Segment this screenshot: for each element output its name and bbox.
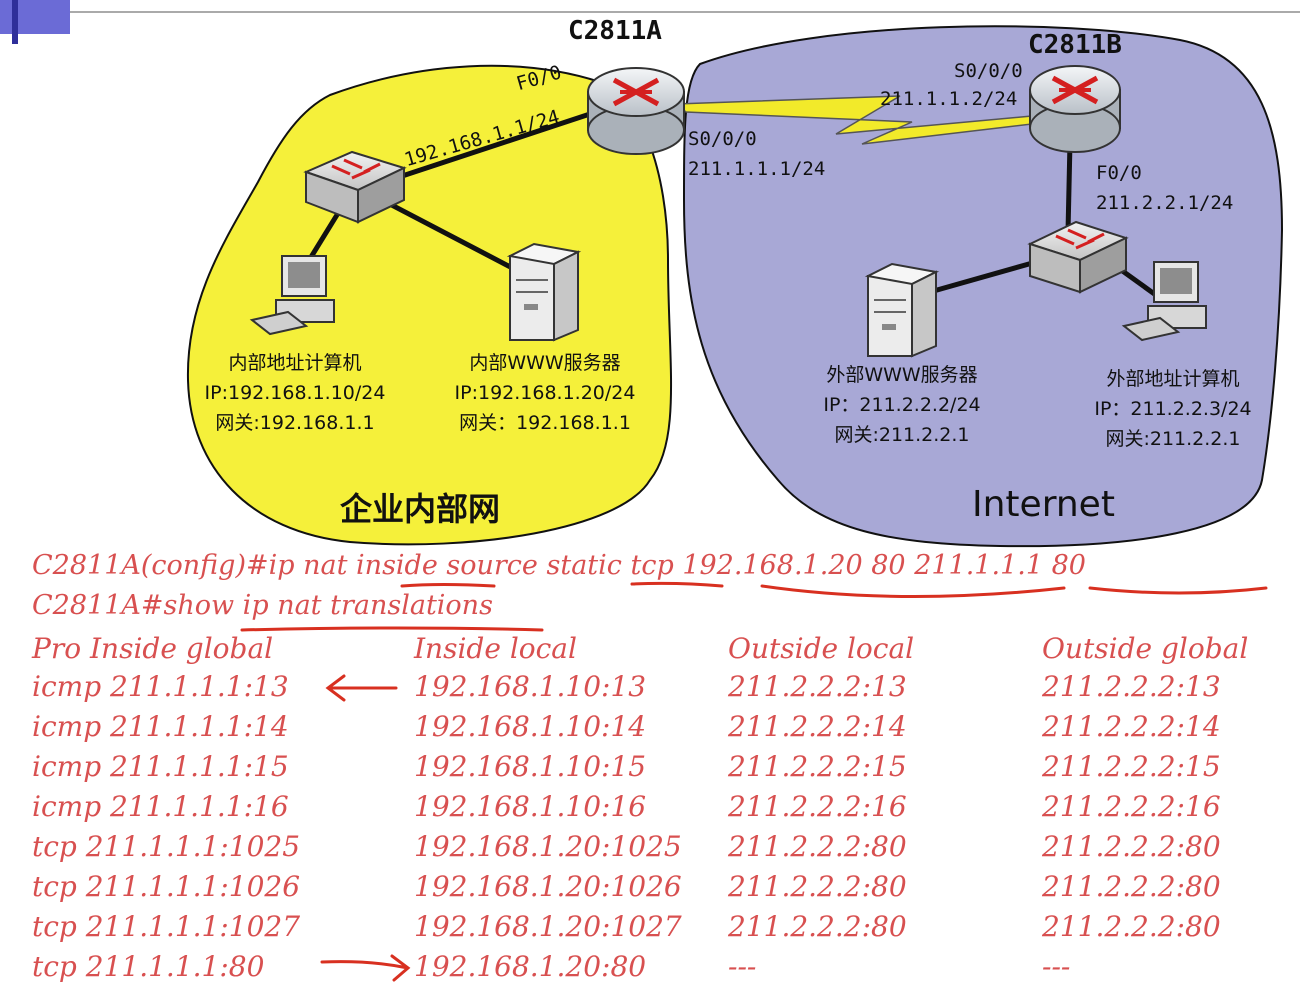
cell-inside-local: 192.168.1.10:16 <box>414 790 647 823</box>
switch-a-icon <box>303 150 407 224</box>
external-www-name: 外部WWW服务器 <box>826 364 978 386</box>
cell-inside-global: tcp 211.1.1.1:80 <box>32 950 265 983</box>
router-b-icon <box>1029 65 1121 153</box>
router-b-f00-ip: 211.2.2.1/24 <box>1096 192 1234 214</box>
router-a-s000-ip: 211.1.1.1/24 <box>688 158 826 180</box>
show-command-line: C2811A#show ip nat translations <box>32 590 493 621</box>
cell-outside-global: 211.2.2.2:80 <box>1042 870 1221 903</box>
external-server-icon <box>864 262 940 358</box>
cell-inside-local: 192.168.1.10:14 <box>414 710 647 743</box>
cell-inside-global: icmp 211.1.1.1:14 <box>32 710 289 743</box>
cell-inside-global: tcp 211.1.1.1:1025 <box>32 830 301 863</box>
cell-outside-local: 211.2.2.2:16 <box>728 790 907 823</box>
cell-outside-local: 211.2.2.2:80 <box>728 870 907 903</box>
underline-global-port <box>1088 586 1268 595</box>
internal-pc-info: 内部地址计算机 IP:192.168.1.10/24 网关:192.168.1.… <box>180 348 410 438</box>
cell-outside-global: 211.2.2.2:15 <box>1042 750 1221 783</box>
internal-pc-icon <box>249 255 335 336</box>
cell-inside-global: icmp 211.1.1.1:16 <box>32 790 289 823</box>
external-www-info: 外部WWW服务器 IP：211.2.2.2/24 网关:211.2.2.1 <box>792 360 1012 450</box>
cell-outside-global: 211.2.2.2:80 <box>1042 910 1221 943</box>
link-routerb-switchB <box>1065 141 1073 233</box>
router-a-name: C2811A <box>568 16 662 46</box>
external-www-gateway: 网关:211.2.2.1 <box>834 424 970 446</box>
outside-zone-area <box>682 25 1284 548</box>
cell-inside-global: tcp 211.1.1.1:1026 <box>32 870 301 903</box>
cell-outside-global: 211.2.2.2:16 <box>1042 790 1221 823</box>
router-b-s000-label: S0/0/0 <box>954 60 1023 82</box>
cell-outside-global: --- <box>1042 950 1071 983</box>
table-row: tcp 211.1.1.1:1026 192.168.1.20:1026 211… <box>32 870 1302 910</box>
nat-table-header: Pro Inside global Inside local Outside l… <box>32 632 1302 672</box>
table-row: tcp 211.1.1.1:80 192.168.1.20:80 --- --- <box>32 950 1302 990</box>
cell-inside-global: icmp 211.1.1.1:15 <box>32 750 289 783</box>
link-switchA-server <box>380 197 522 275</box>
cell-inside-local: 192.168.1.10:13 <box>414 670 647 703</box>
external-pc-info: 外部地址计算机 IP：211.2.2.3/24 网关:211.2.2.1 <box>1060 364 1286 454</box>
internal-pc-name: 内部地址计算机 <box>228 352 362 374</box>
underline-ip-nat-translations <box>240 626 544 632</box>
external-pc-name: 外部地址计算机 <box>1106 368 1240 390</box>
table-row: icmp 211.1.1.1:15 192.168.1.10:15 211.2.… <box>32 750 1302 790</box>
slide-corner-mark-stripe <box>12 0 18 44</box>
table-row: icmp 211.1.1.1:13 192.168.1.10:13 211.2.… <box>32 670 1302 710</box>
external-pc-ip: IP：211.2.2.3/24 <box>1094 398 1252 420</box>
internal-pc-gateway: 网关:192.168.1.1 <box>215 412 375 434</box>
cell-outside-local: 211.2.2.2:13 <box>728 670 907 703</box>
table-row: tcp 211.1.1.1:1025 192.168.1.20:1025 211… <box>32 830 1302 870</box>
external-pc-icon <box>1121 261 1207 342</box>
cell-outside-global: 211.2.2.2:13 <box>1042 670 1221 703</box>
internal-pc-ip: IP:192.168.1.10/24 <box>204 382 386 404</box>
nat-command-line: C2811A(config)#ip nat inside source stat… <box>32 550 1086 581</box>
cell-outside-local: 211.2.2.2:15 <box>728 750 907 783</box>
router-a-s000-label: S0/0/0 <box>688 128 757 150</box>
link-switchB-server <box>929 259 1037 295</box>
internal-www-ip: IP:192.168.1.20/24 <box>454 382 636 404</box>
router-b-name: C2811B <box>1028 30 1122 60</box>
link-switchA-pc <box>305 208 343 264</box>
cell-outside-local: --- <box>728 950 757 983</box>
header-pro-inside-global: Pro Inside global <box>32 632 274 665</box>
underline-static <box>630 581 724 588</box>
cell-outside-local: 211.2.2.2:80 <box>728 830 907 863</box>
internal-www-info: 内部WWW服务器 IP:192.168.1.20/24 网关：192.168.1… <box>428 348 662 438</box>
cell-inside-local: 192.168.1.20:1026 <box>414 870 682 903</box>
underline-tcp-local <box>760 584 1066 598</box>
cell-inside-global: tcp 211.1.1.1:1027 <box>32 910 301 943</box>
cell-outside-local: 211.2.2.2:80 <box>728 910 907 943</box>
cell-inside-local: 192.168.1.20:1027 <box>414 910 682 943</box>
cell-outside-global: 211.2.2.2:80 <box>1042 830 1221 863</box>
underline-inside <box>400 583 496 588</box>
cell-inside-global: icmp 211.1.1.1:13 <box>32 670 289 703</box>
table-row: icmp 211.1.1.1:14 192.168.1.10:14 211.2.… <box>32 710 1302 750</box>
external-www-ip: IP：211.2.2.2/24 <box>823 394 981 416</box>
header-outside-local: Outside local <box>728 632 915 665</box>
internal-server-icon <box>506 242 582 342</box>
cell-inside-local: 192.168.1.20:1025 <box>414 830 682 863</box>
internal-www-name: 内部WWW服务器 <box>469 352 621 374</box>
outside-zone-label: Internet <box>972 484 1115 525</box>
router-b-f00-label: F0/0 <box>1096 162 1142 184</box>
cell-outside-global: 211.2.2.2:14 <box>1042 710 1221 743</box>
switch-b-icon <box>1027 220 1129 294</box>
table-row: tcp 211.1.1.1:1027 192.168.1.20:1027 211… <box>32 910 1302 950</box>
inside-zone-label: 企业内部网 <box>340 490 501 528</box>
cell-inside-local: 192.168.1.10:15 <box>414 750 647 783</box>
external-pc-gateway: 网关:211.2.2.1 <box>1105 428 1241 450</box>
cell-inside-local: 192.168.1.20:80 <box>414 950 647 983</box>
header-inside-local: Inside local <box>414 632 577 665</box>
cell-outside-local: 211.2.2.2:14 <box>728 710 907 743</box>
table-row: icmp 211.1.1.1:16 192.168.1.10:16 211.2.… <box>32 790 1302 830</box>
header-outside-global: Outside global <box>1042 632 1249 665</box>
router-b-s000-ip: 211.1.1.2/24 <box>880 88 1018 110</box>
slide-corner-mark <box>0 0 70 34</box>
router-a-icon <box>587 67 685 155</box>
link-routera-switchA <box>383 109 597 185</box>
topology-graphics <box>0 0 1300 548</box>
internal-www-gateway: 网关：192.168.1.1 <box>459 412 631 434</box>
